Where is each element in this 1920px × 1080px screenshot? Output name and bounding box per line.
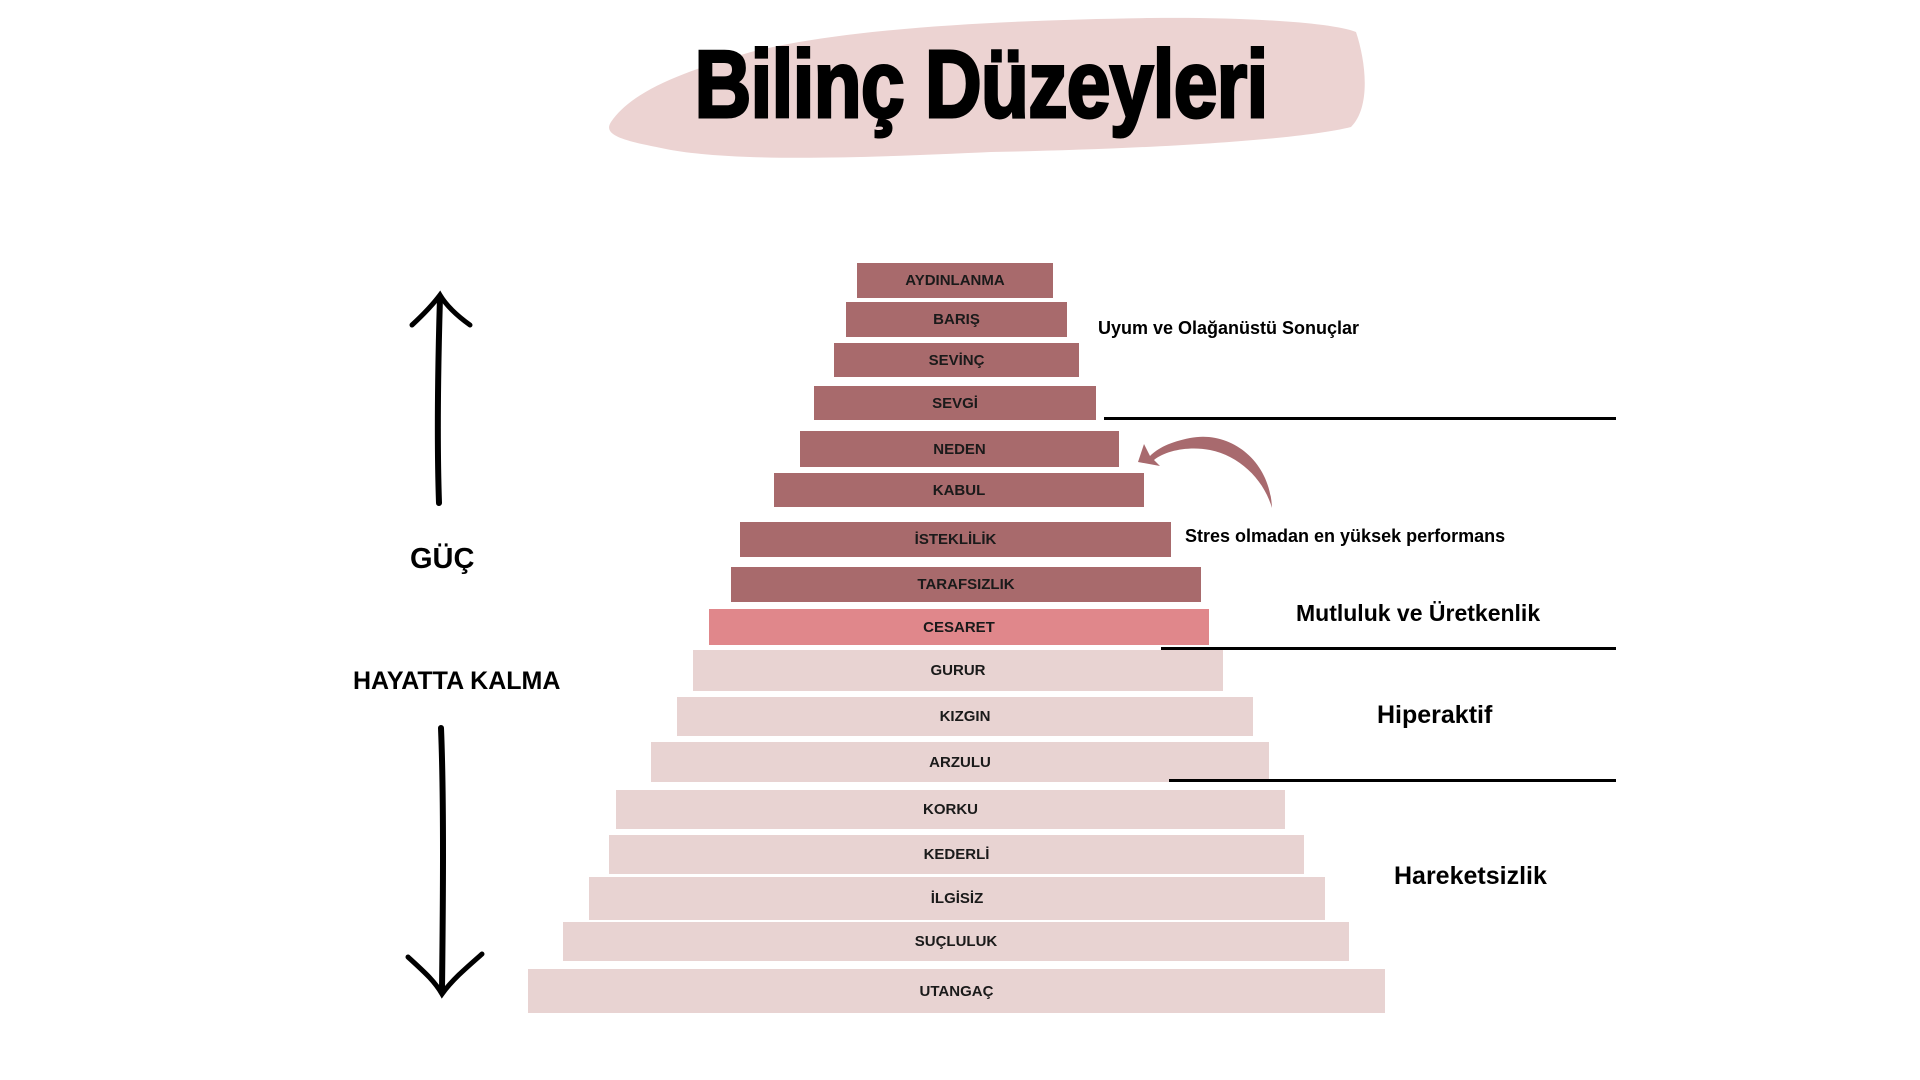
title-brush-stroke bbox=[609, 17, 1365, 158]
arrow-up-icon bbox=[409, 290, 473, 506]
level-bar: SUÇLULUK bbox=[563, 922, 1349, 961]
level-bar: UTANGAÇ bbox=[528, 969, 1385, 1013]
level-label: UTANGAÇ bbox=[919, 982, 994, 1000]
level-label: SEVGİ bbox=[932, 394, 978, 412]
level-label: KABUL bbox=[932, 481, 986, 499]
note-happiness: Mutluluk ve Üretkenlik bbox=[1296, 600, 1541, 626]
level-label: KIZGIN bbox=[939, 708, 991, 725]
level-bar: AYDINLANMA bbox=[857, 263, 1053, 298]
level-bar: KORKU bbox=[616, 790, 1285, 829]
arrow-down-icon bbox=[405, 725, 485, 999]
level-label: TARAFSIZLIK bbox=[917, 576, 1015, 593]
note-stress: Stres olmadan en yüksek performans bbox=[1185, 526, 1506, 546]
level-bar: İLGİSİZ bbox=[589, 877, 1325, 920]
level-bar: SEVİNÇ bbox=[834, 343, 1079, 377]
level-label: SUÇLULUK bbox=[914, 933, 998, 950]
divider-line-middle bbox=[1161, 647, 1616, 650]
level-label: NEDEN bbox=[933, 440, 986, 458]
level-label: İSTEKLİLİK bbox=[914, 531, 997, 548]
level-bar: BARIŞ bbox=[846, 302, 1067, 337]
level-bar: SEVGİ bbox=[814, 386, 1096, 420]
level-label: İLGİSİZ bbox=[930, 890, 984, 907]
level-bar: CESARET bbox=[709, 609, 1209, 645]
note-inactivity: Hareketsizlik bbox=[1394, 862, 1547, 890]
curved-arrow-icon bbox=[1138, 436, 1272, 508]
level-label: SEVİNÇ bbox=[928, 351, 985, 369]
note-harmony: Uyum ve Olağanüstü Sonuçlar bbox=[1098, 318, 1360, 338]
level-bar: KIZGIN bbox=[677, 697, 1253, 736]
level-label: BARIŞ bbox=[933, 311, 980, 328]
note-hyperactive: Hiperaktif bbox=[1377, 701, 1493, 729]
level-bar: TARAFSIZLIK bbox=[731, 567, 1201, 602]
divider-line-top bbox=[1104, 417, 1616, 420]
level-bar: KABUL bbox=[774, 473, 1144, 507]
label-power: GÜÇ bbox=[410, 543, 475, 575]
level-label: ARZULU bbox=[929, 753, 991, 771]
divider-line-bottom bbox=[1169, 779, 1616, 782]
level-bar: GURUR bbox=[693, 650, 1223, 691]
level-label: CESARET bbox=[923, 618, 995, 636]
level-bar: İSTEKLİLİK bbox=[740, 522, 1171, 557]
level-bar: NEDEN bbox=[800, 431, 1119, 467]
level-label: GURUR bbox=[930, 662, 986, 679]
page-title: Bilinç Düzeyleri bbox=[693, 30, 1269, 140]
level-bar: ARZULU bbox=[651, 742, 1269, 782]
level-label: KEDERLİ bbox=[923, 846, 990, 863]
level-label: AYDINLANMA bbox=[905, 272, 1005, 289]
label-survival: HAYATTA KALMA bbox=[353, 667, 561, 695]
level-label: KORKU bbox=[923, 801, 978, 818]
level-bar: KEDERLİ bbox=[609, 835, 1304, 874]
